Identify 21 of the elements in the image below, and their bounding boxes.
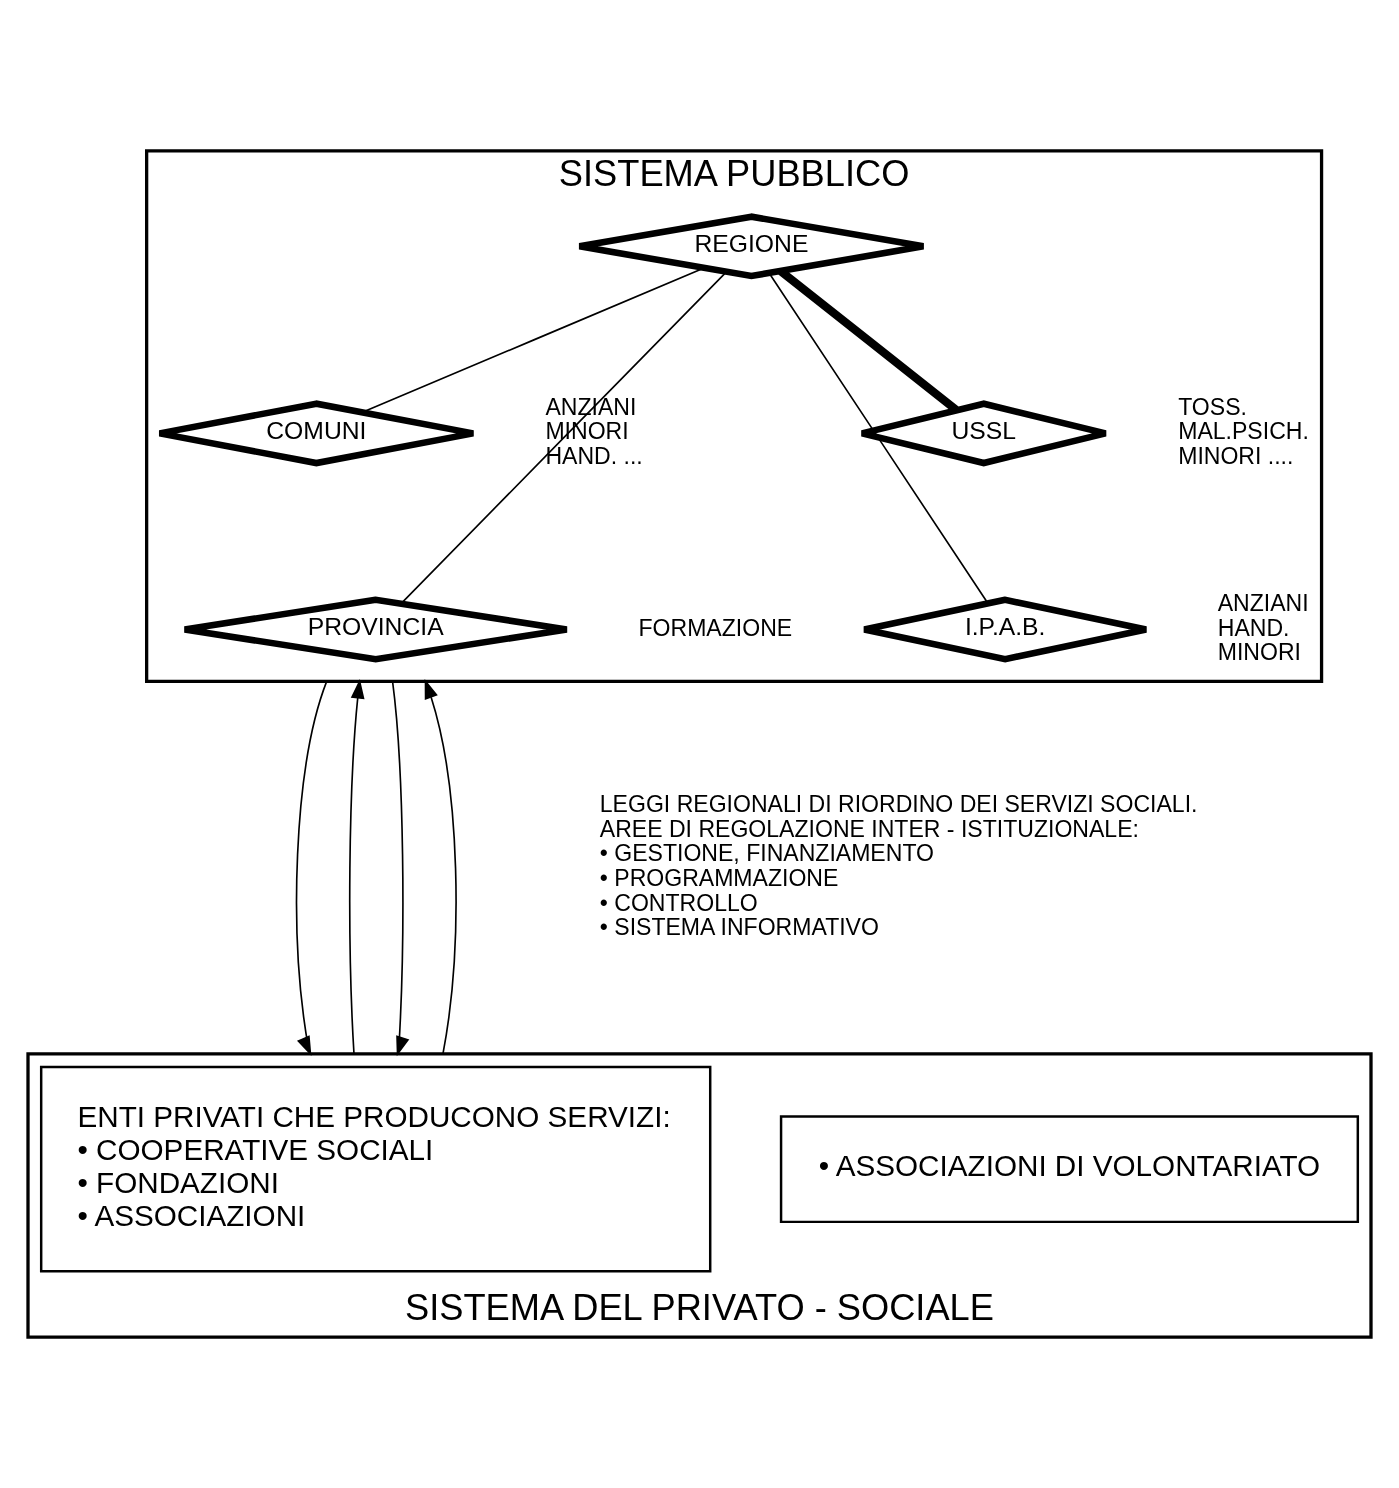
node-box: ENTI PRIVATI CHE PRODUCONO SERVIZI: • COOPERATIVE SOCIALI • FONDAZIONI • ASSOCIAZIONI [39,1065,712,1273]
label: LEGGI REGIONALI DI RIORDINO DEI SERVIZI SOCIALI. [599,790,1198,817]
node-diamond: COMUNI [156,400,477,467]
connector [768,272,989,604]
label: • CONTROLLO [599,889,758,916]
label: AREE DI REGOLAZIONE INTER - ISTITUZIONALE: [599,815,1139,842]
node-diamond: REGIONE [576,213,927,280]
label: • PROGRAMMAZIONE [599,865,839,892]
node-label: ANZIANI HAND. MINORI [1217,589,1309,666]
label: • SISTEMA INFORMATIVO [599,914,879,941]
label: • GESTIONE, FINANZIAMENTO [599,840,934,867]
arrow [348,678,365,1055]
node-diamond: USSL [858,400,1109,467]
node-box: • ASSOCIAZIONI DI VOLONTARIATO [779,1115,1360,1224]
arrow [295,680,328,1057]
node-label: FORMAZIONE [638,614,793,641]
node-diamond: I.P.A.B. [861,596,1150,663]
arrow [424,679,457,1055]
arrow [391,680,410,1057]
node-diamond: PROVINCIA [181,596,570,663]
node-label: TOSS. MAL.PSICH. MINORI .... [1178,393,1309,470]
